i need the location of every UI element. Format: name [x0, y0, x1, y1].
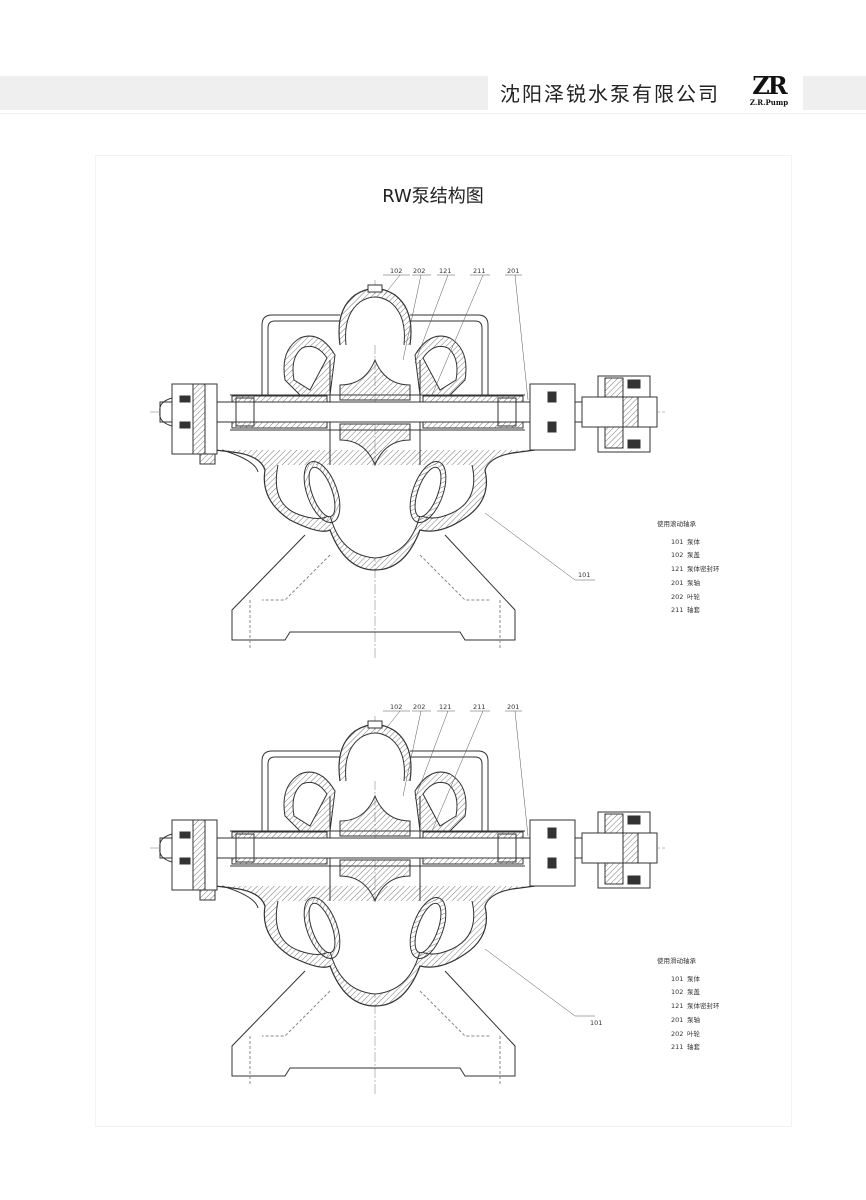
- part-number: 201: [671, 1015, 684, 1024]
- part-name: 泵体: [687, 537, 700, 546]
- callout-201: 201: [507, 703, 519, 711]
- part-name: 泵盖: [687, 551, 700, 560]
- part-number: 211: [671, 1043, 684, 1052]
- part-name: 泵轴: [687, 578, 700, 587]
- part-name: 泵体: [687, 974, 700, 983]
- part-name: 泵盖: [687, 988, 700, 997]
- part-name: 泵轴: [687, 1015, 700, 1024]
- part-number: 101: [671, 974, 684, 983]
- drawing-frame: [95, 155, 792, 1127]
- part-number: 202: [671, 1029, 684, 1038]
- part-name: 叶轮: [687, 1029, 700, 1038]
- pump-drawing-rolling-bearing: [149, 274, 666, 661]
- callout-101: 101: [590, 1019, 602, 1027]
- page-title: RW泵结构图: [382, 186, 484, 207]
- part-number: 102: [671, 988, 684, 997]
- logo-subtitle: Z.R.Pump: [749, 98, 789, 107]
- part-number: 121: [671, 565, 684, 574]
- part-name: 轴套: [687, 1043, 700, 1052]
- legend-heading: 使用滚动轴承: [657, 520, 696, 528]
- part-number: 201: [671, 578, 684, 587]
- pump-drawing-sliding-bearing: [149, 710, 666, 1097]
- part-name: 泵体密封环: [687, 565, 720, 574]
- header-band-right: [803, 76, 866, 110]
- part-name: 泵体密封环: [687, 1002, 720, 1011]
- part-number: 211: [671, 606, 684, 615]
- legend-heading: 使用滑动轴承: [657, 957, 696, 965]
- header-band-left: [0, 76, 488, 110]
- logo-mark: ZR: [752, 71, 787, 100]
- header-divider: [0, 113, 866, 114]
- callout-211: 211: [473, 267, 485, 275]
- callout-121: 121: [439, 267, 451, 275]
- part-number: 121: [671, 1002, 684, 1011]
- part-number: 102: [671, 551, 684, 560]
- part-number: 101: [671, 537, 684, 546]
- company-name: 沈阳泽锐水泵有限公司: [500, 82, 720, 106]
- part-name: 叶轮: [687, 592, 700, 601]
- callout-201: 201: [507, 267, 519, 275]
- part-number: 202: [671, 592, 684, 601]
- company-logo: ZR Z.R.Pump: [744, 73, 794, 107]
- callout-202: 202: [413, 703, 425, 711]
- callout-101: 101: [578, 571, 590, 579]
- callout-211: 211: [473, 703, 485, 711]
- callout-202: 202: [413, 267, 425, 275]
- callout-121: 121: [439, 703, 451, 711]
- part-name: 轴套: [687, 606, 700, 615]
- callout-102: 102: [390, 267, 402, 275]
- callout-102: 102: [390, 703, 402, 711]
